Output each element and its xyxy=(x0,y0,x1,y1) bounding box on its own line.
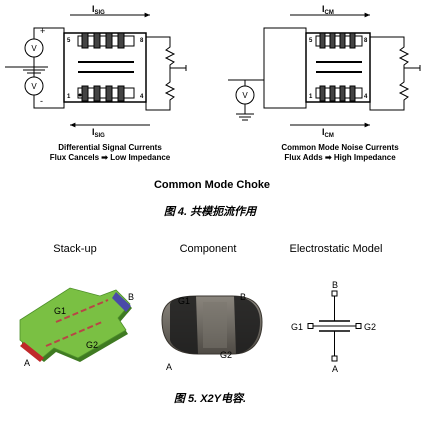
comp-label-a: A xyxy=(166,362,172,372)
source-top-label: V xyxy=(31,44,37,53)
panel-model-title: Electrostatic Model xyxy=(290,243,383,255)
left-choke-diagram: ISIG ISIG V V + - 5 8 1 4 xyxy=(5,4,187,162)
terminal-b xyxy=(331,290,338,297)
pin-4-cm: 4 xyxy=(364,94,368,100)
stack-label-a: A xyxy=(24,358,30,368)
left-caption-line2: Flux Cancels ➡ Low Impedance xyxy=(50,153,171,162)
trace-g2 xyxy=(45,321,103,347)
comp-label-g2: G2 xyxy=(220,350,232,360)
main-title: Common Mode Choke xyxy=(154,179,270,191)
minus-sign: - xyxy=(40,96,43,106)
load-resistors-cm xyxy=(369,36,410,111)
source-cm-label: V xyxy=(242,91,248,100)
icm-bottom-label: ICM xyxy=(322,127,334,139)
component-band-right xyxy=(234,296,260,354)
pin-1: 1 xyxy=(67,94,71,100)
right-caption-line2: Flux Adds ➡ High Impedance xyxy=(284,153,396,162)
ground-symbol xyxy=(20,66,48,74)
winding-bottom-cm xyxy=(315,85,363,102)
winding-bottom xyxy=(77,85,135,102)
comp-label-g1: G1 xyxy=(178,296,190,306)
stack-label-g2: G2 xyxy=(86,340,98,350)
pin-5: 5 xyxy=(67,38,71,44)
pin-4: 4 xyxy=(140,94,144,100)
plus-sign: + xyxy=(40,26,45,36)
isig-bottom-label: ISIG xyxy=(92,127,105,139)
pin-5-cm: 5 xyxy=(309,38,313,44)
load-resistors xyxy=(145,36,176,111)
pad-a xyxy=(20,342,44,362)
pad-b xyxy=(112,292,131,312)
component-illustration: G1 B G2 A xyxy=(161,292,263,372)
component-band-left xyxy=(170,296,198,354)
pin-8-cm: 8 xyxy=(364,38,368,44)
right-caption-line1: Common Mode Noise Currents xyxy=(281,143,399,152)
right-choke-diagram: ICM ICM V 5 8 1 4 Common Mode Nois xyxy=(228,4,421,162)
isig-top-label: ISIG xyxy=(92,4,105,16)
model-label-b: B xyxy=(332,280,338,290)
stack-label-b: B xyxy=(128,292,134,302)
pin-1-cm: 1 xyxy=(309,94,313,100)
model-label-g1: G1 xyxy=(291,322,303,332)
icm-top-label: ICM xyxy=(322,4,334,16)
winding-top-cm xyxy=(315,32,363,49)
pin-8: 8 xyxy=(140,38,144,44)
panel-stackup-title: Stack-up xyxy=(53,243,96,255)
trace-g1 xyxy=(55,299,109,323)
source-bottom-label: V xyxy=(31,82,37,91)
polarity-dot xyxy=(78,93,82,97)
model-label-a: A xyxy=(332,364,338,374)
stackup-illustration: G1 B G2 A xyxy=(19,287,134,368)
left-caption-line1: Differential Signal Currents xyxy=(58,143,162,152)
electrostatic-model xyxy=(307,290,362,362)
comp-label-b: B xyxy=(240,292,246,302)
terminal-g1 xyxy=(307,323,314,329)
stack-label-g1: G1 xyxy=(54,306,66,316)
model-label-g2: G2 xyxy=(364,322,376,332)
terminal-g2 xyxy=(355,323,362,329)
figure4-caption: 图 4. 共模扼流作用 xyxy=(164,205,258,218)
figure5-caption: 图 5. X2Y电容. xyxy=(174,392,246,405)
terminal-a xyxy=(331,355,338,362)
panel-component-title: Component xyxy=(180,243,237,255)
winding-top xyxy=(77,32,135,49)
